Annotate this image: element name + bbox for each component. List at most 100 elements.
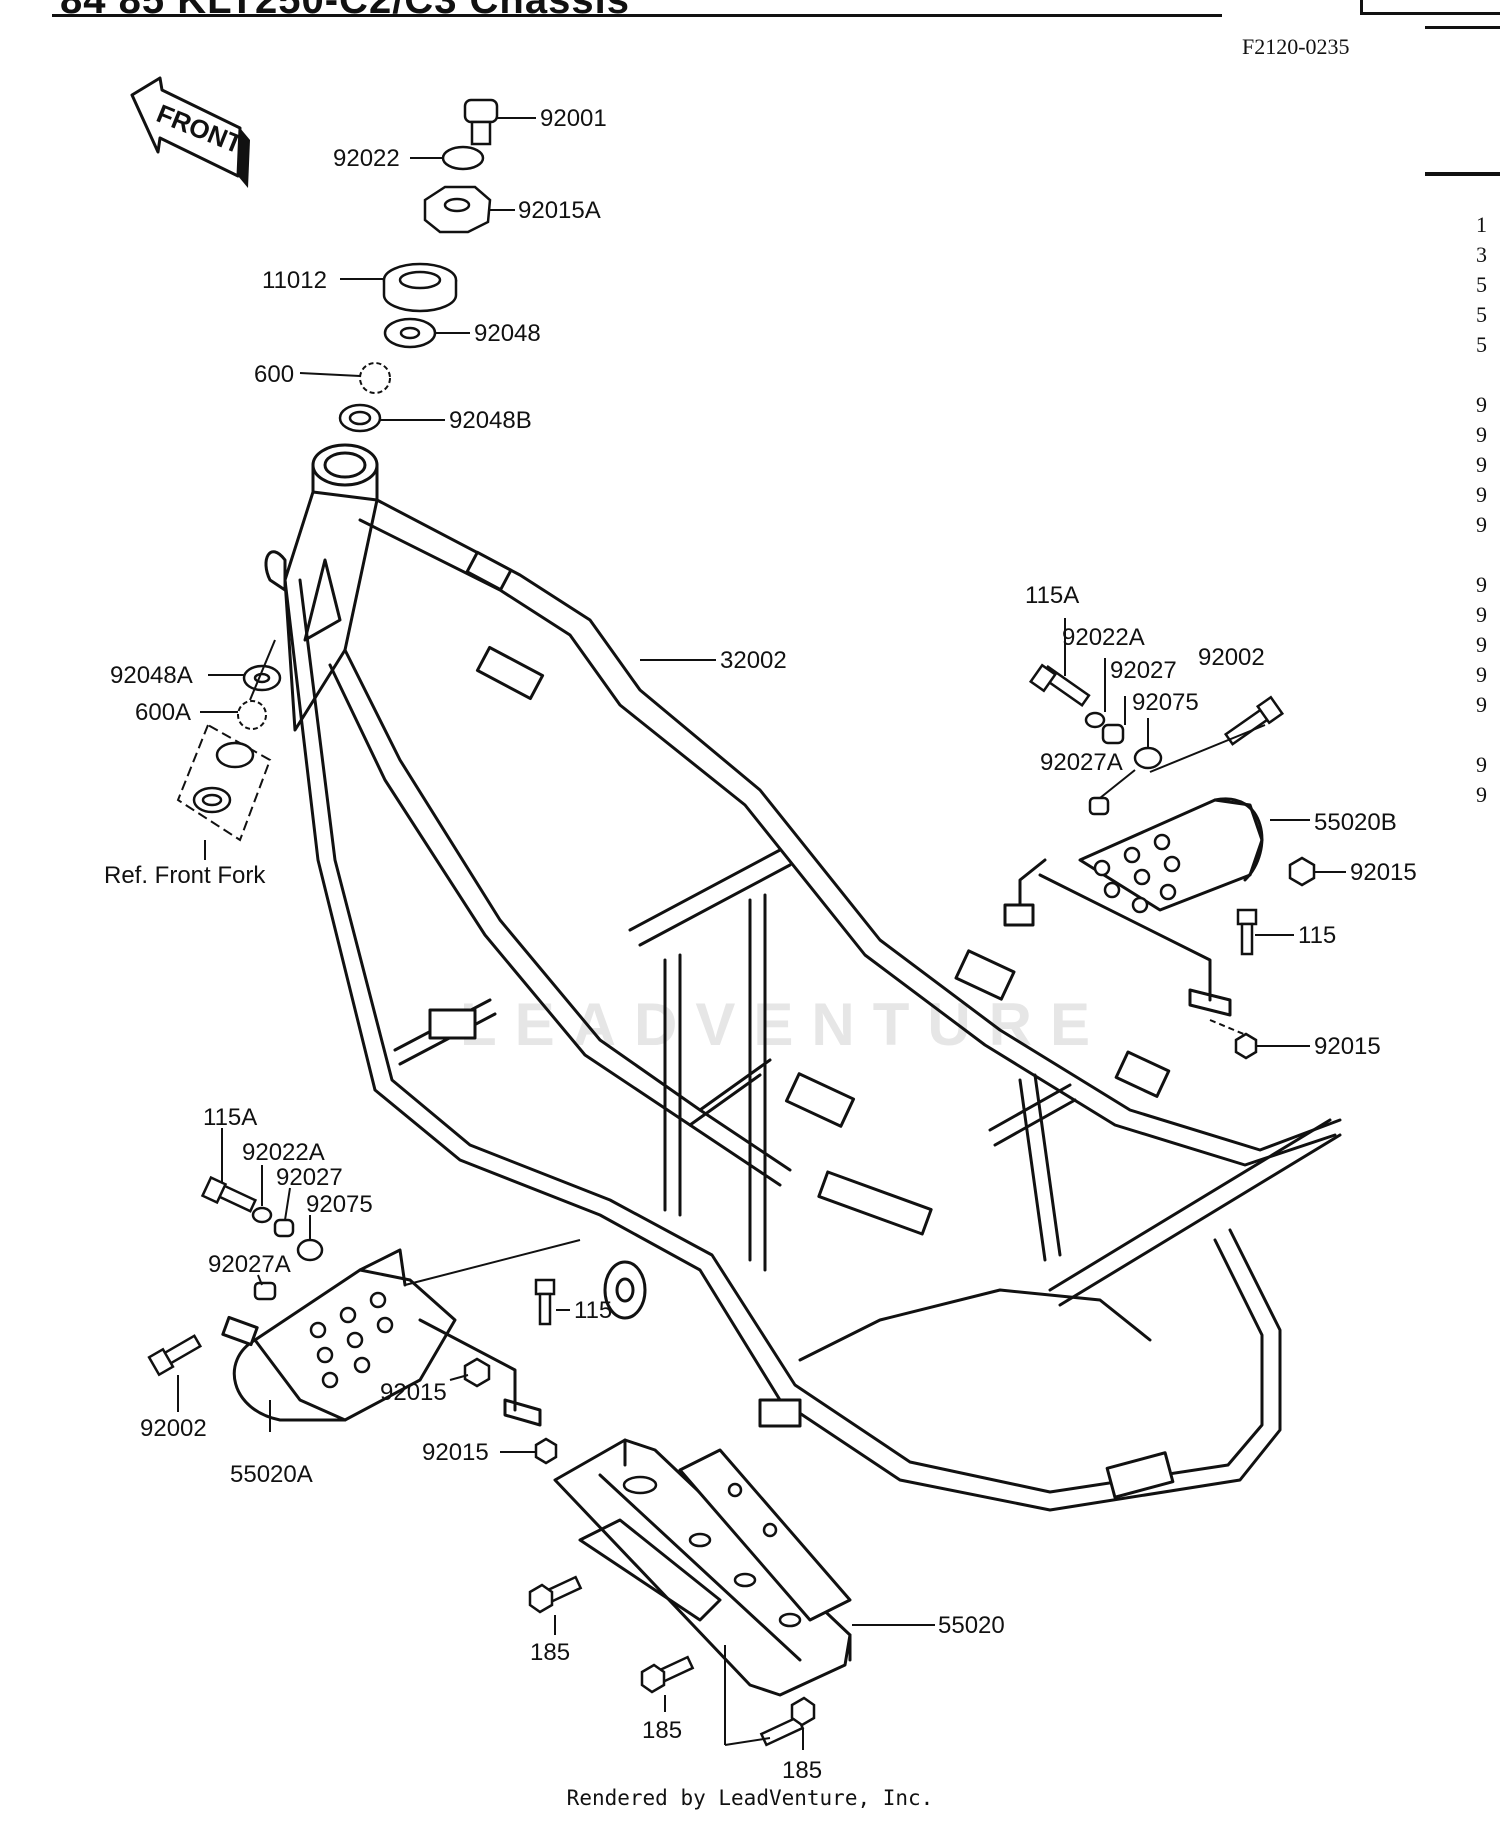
nut-92015-right-lower-icon [1234,1032,1258,1060]
part-label: 92015 [380,1379,447,1406]
part-label: 11012 [262,267,327,294]
side-number: 9 [1476,632,1487,657]
washer-92022A-left-icon [251,1206,273,1224]
collar-92027-left-icon [273,1218,295,1238]
leader-line [1209,1019,1247,1036]
watermark: LEADVENTURE [460,991,1109,1058]
side-number: 9 [1476,512,1487,537]
part-label: Ref. Front Fork [104,862,266,889]
page-title: 84 85 KLT250-C2/C3 Chassis [60,0,630,22]
part-label: 185 [530,1639,570,1666]
front-fork-reference-box [176,723,272,842]
ball-bearing-600-icon [359,362,391,394]
part-label: 115 [1298,922,1336,949]
bolt-92001-icon [463,98,499,146]
part-label: 92075 [306,1191,373,1218]
part-label: 185 [782,1757,822,1784]
side-number: 9 [1476,662,1487,687]
bolt-115-right-icon [1236,908,1258,956]
fork-seal-icon [192,741,255,814]
part-label: 92048 [474,320,541,347]
part-label: 55020A [230,1461,313,1488]
part-label: 115A [1025,582,1079,609]
race-92048-icon [383,317,437,349]
skid-plate-55020-icon [553,1438,852,1697]
nut-92015-left-lower-icon [534,1437,558,1465]
part-label: 92002 [140,1415,207,1442]
part-label: 92048B [449,407,532,434]
bolt-115A-left-icon [200,1175,258,1213]
side-number: 9 [1476,602,1487,627]
bolt-92002-left-icon [147,1334,203,1377]
leader-line [449,1374,469,1381]
side-number: 5 [1476,332,1487,357]
footrest-55020A-icon [221,1248,542,1427]
side-number: 9 [1476,692,1487,717]
part-label: 92015A [518,197,601,224]
part-label: 185 [642,1717,682,1744]
header-bar [52,0,1222,17]
part-label: 92015 [422,1439,489,1466]
nut-92015-left-icon [463,1357,491,1388]
side-number: 3 [1476,242,1487,267]
front-arrow-icon: FRONT [130,76,250,188]
part-label: 92002 [1198,644,1265,671]
main-frame-32002 [264,443,1342,1512]
leader-line [724,1737,771,1746]
side-number: 9 [1476,782,1487,807]
side-number: 5 [1476,302,1487,327]
collar-92027-right-icon [1101,723,1125,745]
side-number: 9 [1476,752,1487,777]
bolt-115A-right-icon [1028,663,1091,707]
footer-credit: Rendered by LeadVenture, Inc. [566,1786,934,1810]
leader-line [284,1187,291,1221]
side-number: 9 [1476,572,1487,597]
part-label: 92015 [1350,859,1417,886]
side-number: 9 [1476,392,1487,417]
ball-bearing-600A-icon [237,700,267,730]
part-label: 92027A [1040,749,1123,776]
side-number: 9 [1476,422,1487,447]
part-label: 92027A [208,1251,291,1278]
nut-92015-right-icon [1288,856,1316,887]
race-92048B-icon [338,403,382,433]
part-label: 92022 [333,145,400,172]
side-rule-top [1425,26,1500,29]
part-label: 92015 [1314,1033,1381,1060]
race-11012-icon [382,262,458,313]
leader-line [249,639,276,701]
part-label: 55020 [938,1612,1005,1639]
collar-92027A-right-icon [1088,796,1110,816]
leader-line [1099,769,1136,799]
side-number: 1 [1476,212,1487,237]
race-92048A-icon [242,664,282,692]
side-number: 5 [1476,272,1487,297]
part-label: 115A [203,1104,257,1131]
part-label: 92001 [540,105,607,132]
part-label: 92048A [110,662,193,689]
footrest-55020B-icon [1003,797,1264,1017]
part-label: 600A [135,699,191,726]
leader-line [404,1239,581,1286]
washer-92022-icon [441,145,485,171]
figure-reference-code: F2120-0235 [1242,34,1350,59]
part-label: 92075 [1132,689,1199,716]
bushing-92075-left-icon [296,1238,324,1262]
leader-line [1149,724,1266,773]
part-label: 32002 [720,647,787,674]
nut-92015A-icon [423,185,492,234]
bolt-185-b-icon [640,1655,695,1694]
bolt-115-left-icon [534,1278,556,1326]
part-label: 92027 [1110,657,1177,684]
side-number: 9 [1476,482,1487,507]
collar-92027A-left-icon [253,1281,277,1301]
header-corner-box [1360,0,1500,15]
washer-92022A-right-icon [1084,711,1106,729]
bolt-185-a-icon [528,1575,583,1614]
part-label: 55020B [1314,809,1397,836]
leader-line [299,372,361,377]
leader-line [257,1274,263,1286]
part-label: 92022A [1062,624,1145,651]
bushing-92075-right-icon [1133,746,1163,770]
